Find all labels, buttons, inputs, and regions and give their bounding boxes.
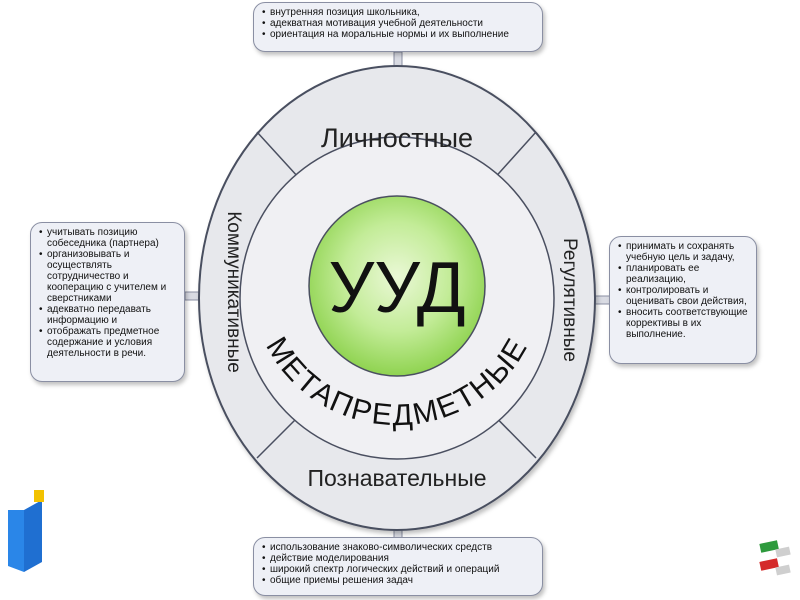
note-cognitive: использование знаково-символических сред… <box>253 537 543 596</box>
list-item: вносить соответствующие коррективы в их … <box>618 307 748 340</box>
sector-label-top: Личностные <box>321 123 473 153</box>
note-personal: внутренняя позиция школьника, адекватная… <box>253 2 543 52</box>
list-item: внутренняя позиция школьника, <box>262 7 534 18</box>
list-item: действие моделирования <box>262 553 534 564</box>
list-item: адекватная мотивация учебной деятельност… <box>262 18 534 29</box>
left-decoration <box>8 490 44 572</box>
list-item: использование знаково-символических сред… <box>262 542 534 553</box>
list-item: адекватно передавать информацию и <box>39 304 176 326</box>
sector-label-right: Регулятивные <box>559 238 580 362</box>
note-cognitive-list: использование знаково-символических сред… <box>262 542 534 586</box>
note-regulatory: принимать и сохранять учебную цель и зад… <box>609 236 757 364</box>
list-item: широкий спектр логических действий и опе… <box>262 564 534 575</box>
list-item: принимать и сохранять учебную цель и зад… <box>618 241 748 263</box>
list-item: организовывать и осуществлять сотрудниче… <box>39 249 176 304</box>
list-item: планировать ее реализацию, <box>618 263 748 285</box>
list-item: учитывать позицию собеседника (партнера) <box>39 227 176 249</box>
right-decoration <box>759 540 790 575</box>
sector-label-left: Коммуникативные <box>223 211 244 373</box>
note-communicative-list: учитывать позицию собеседника (партнера)… <box>39 227 176 359</box>
list-item: контролировать и оценивать свои действия… <box>618 285 748 307</box>
note-personal-list: внутренняя позиция школьника, адекватная… <box>262 7 534 40</box>
note-regulatory-list: принимать и сохранять учебную цель и зад… <box>618 241 748 340</box>
list-item: общие приемы решения задач <box>262 575 534 586</box>
list-item: отображать предметное содержание и услов… <box>39 326 176 359</box>
list-item: ориентация на моральные нормы и их выпол… <box>262 29 534 40</box>
note-communicative: учитывать позицию собеседника (партнера)… <box>30 222 185 382</box>
sector-label-bottom: Познавательные <box>307 465 486 491</box>
center-label: УУД <box>328 248 465 328</box>
